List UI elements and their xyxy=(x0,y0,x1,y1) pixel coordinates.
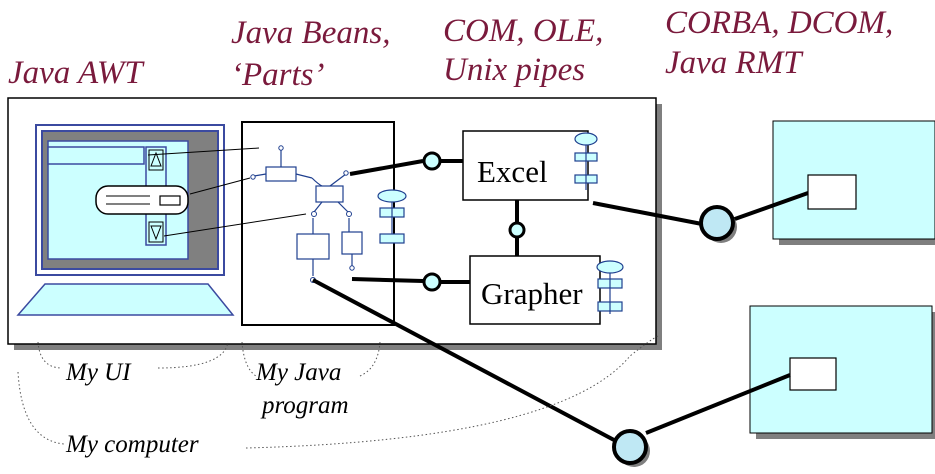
bean-part xyxy=(315,185,344,203)
grapher-label: Grapher xyxy=(481,276,583,311)
text-field xyxy=(47,146,145,165)
triangle-up-icon xyxy=(150,151,162,167)
heading-com-line2: Unix pipes xyxy=(443,52,585,88)
label-my-computer: My computer xyxy=(65,431,199,458)
heading-com-line1: COM, OLE, xyxy=(443,13,603,49)
interface-pill xyxy=(377,189,407,203)
excel-box xyxy=(462,130,589,201)
remote-socket-bottom xyxy=(612,429,648,465)
excel-socket xyxy=(422,151,442,171)
excel-grapher-socket xyxy=(508,221,526,239)
remote-object-top xyxy=(807,174,857,210)
excel-label: Excel xyxy=(477,154,548,189)
label-my-java-line2: program xyxy=(260,392,349,419)
heading-java-awt: Java AWT xyxy=(8,55,145,91)
ui-bean-links xyxy=(147,147,307,237)
remote-connections xyxy=(312,191,809,442)
grapher-box xyxy=(469,255,601,325)
label-my-java-line1: My Java xyxy=(255,359,341,386)
bean-part xyxy=(265,166,297,182)
heading-corba-line2: Java RMT xyxy=(665,45,804,81)
heading-java-beans-line2: ‘Parts’ xyxy=(231,57,325,93)
interface-pill xyxy=(574,132,598,146)
dialog-box xyxy=(95,185,189,215)
bean-ports xyxy=(250,145,355,283)
bean-part xyxy=(296,233,330,260)
com-connections xyxy=(349,159,519,284)
heading-corba-line1: CORBA, DCOM, xyxy=(665,5,893,41)
remote-box-bottom xyxy=(749,305,933,434)
interface-bar xyxy=(379,233,405,244)
dialog-button xyxy=(159,195,181,206)
bean-wires xyxy=(253,150,353,276)
remote-object-bottom xyxy=(789,357,837,391)
interface-pill xyxy=(596,260,624,274)
java-program-box xyxy=(241,121,395,326)
triangle-down-icon xyxy=(150,225,162,241)
bean-part xyxy=(341,231,363,255)
grouping-braces xyxy=(17,335,659,449)
grapher-socket xyxy=(422,272,442,292)
remote-socket-top xyxy=(699,205,735,241)
label-my-ui: My UI xyxy=(65,359,132,386)
keyboard xyxy=(16,283,235,316)
scroll-down-button xyxy=(148,221,164,243)
heading-java-beans-line1: Java Beans, xyxy=(231,15,390,51)
